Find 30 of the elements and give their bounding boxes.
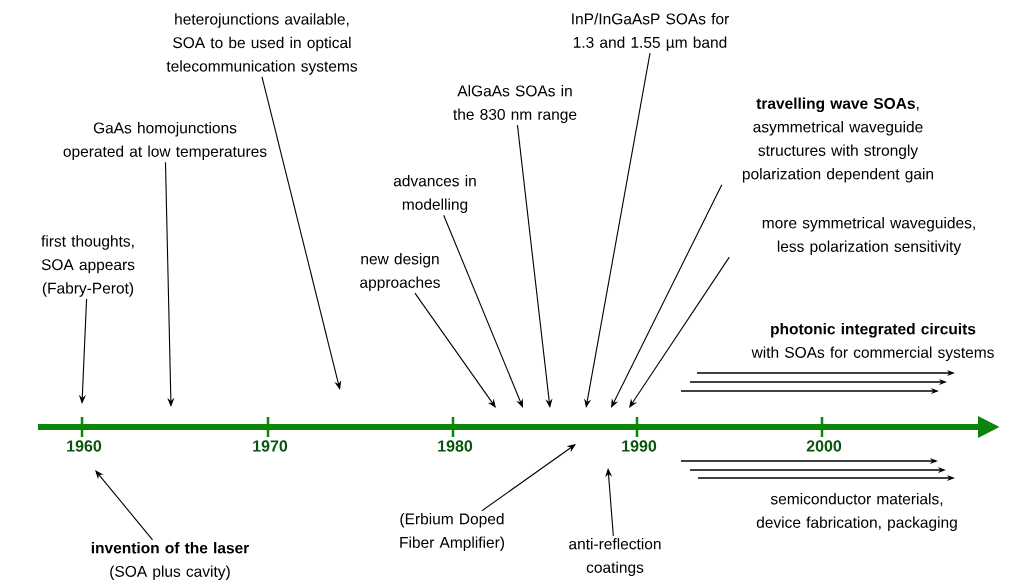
annotation-text: invention of the laser (SOA plus cavity) — [91, 542, 249, 580]
arrow — [605, 468, 614, 537]
arrow — [611, 184, 723, 408]
arrow — [481, 444, 576, 512]
annotation-text: new design approaches — [360, 253, 440, 291]
annotation-text: photonic integrated circuits with SOAs for commercial systems — [751, 323, 994, 361]
annotation-text: AlGaAs SOAs in the 830 nm range — [453, 85, 577, 123]
annotation-text: heterojunctions available, SOA to be used in optical telecommunication systems — [166, 13, 357, 75]
year-label: 1990 — [622, 440, 657, 452]
arrow — [584, 52, 651, 408]
annotation-text: first thoughts, SOA appears (Fabry-Perot) — [41, 235, 135, 297]
annotation-text: more symmetrical waveguides, less polarization sensitivity — [762, 217, 975, 255]
annotation-text: semiconductor materials, device fabrication, packaging — [756, 493, 957, 531]
arrow — [414, 292, 496, 408]
annotation-text: anti-reflection coatings — [569, 538, 661, 576]
arrow — [443, 214, 523, 408]
arrow — [629, 256, 730, 408]
arrow — [516, 124, 553, 408]
annotation-text: GaAs homojunctions operated at low temperatures — [63, 122, 267, 160]
annotation-text: (Erbium Doped Fiber Amplifier) — [400, 513, 504, 551]
year-label: 1970 — [253, 440, 288, 452]
year-label: 1960 — [67, 440, 102, 452]
annotation-text: travelling wave SOAs, asymmetrical waveguide structures with strongly polarization dependent gain — [742, 97, 934, 183]
annotation-text: advances in modelling — [393, 175, 476, 213]
year-label: 1980 — [438, 440, 473, 452]
arrow — [164, 161, 175, 407]
arrow — [95, 470, 154, 541]
annotation-text: InP/InGaAsP SOAs for 1.3 and 1.55 µm band — [572, 13, 729, 51]
year-label: 2000 — [806, 440, 842, 452]
arrow — [261, 76, 342, 390]
